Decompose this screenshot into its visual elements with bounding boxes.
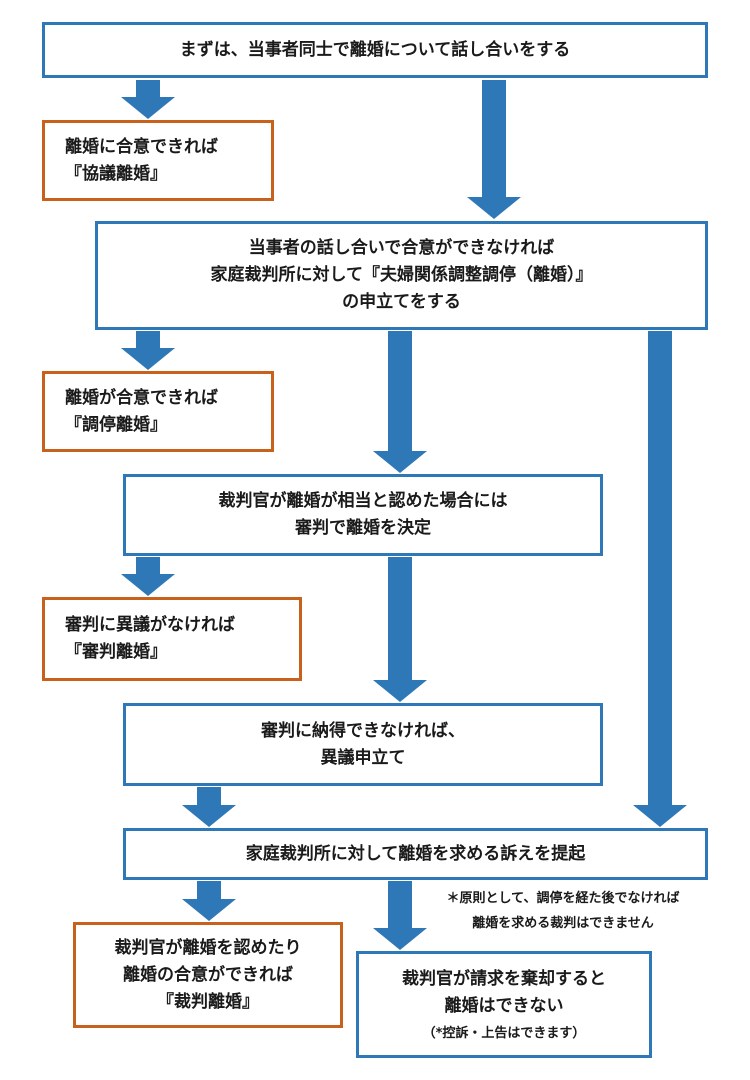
node-shinpan: 裁判官が離婚が相当と認めた場合には 審判で離婚を決定 xyxy=(123,474,603,556)
arrow-chotei-to-shinpan xyxy=(373,331,427,473)
node-start: まずは、当事者同士で離婚について話し合いをする xyxy=(42,22,708,78)
arrow-igi-to-soshou xyxy=(182,787,236,827)
node-chotei-rikon-line: 『調停離婚』 xyxy=(65,414,167,435)
arrow-start-to-chotei xyxy=(467,80,521,219)
node-kikyaku-line: 裁判官が請求を棄却すると xyxy=(402,968,606,989)
arrow-chotei-to-chotei-rikon xyxy=(121,331,175,370)
node-chotei-rikon-line: 離婚が合意できれば xyxy=(65,387,218,408)
node-kyogi-line: 『協議離婚』 xyxy=(65,163,167,184)
node-chotei-request-line: 家庭裁判所に対して『夫婦関係調整調停（離婚）』 xyxy=(210,265,593,285)
node-shinpan-line: 審判で離婚を決定 xyxy=(295,518,431,538)
node-kikyaku-note: （*控訴・上告はできます） xyxy=(422,1025,586,1041)
node-soshou-line: 家庭裁判所に対して離婚を求める訴えを提起 xyxy=(245,843,586,864)
node-kyogi-rikon: 離婚に合意できれば 『協議離婚』 xyxy=(42,120,274,201)
node-igi: 審判に納得できなければ、 異議申立て xyxy=(123,703,603,786)
footnote-line: 離婚を求める裁判はできません xyxy=(472,916,654,931)
node-shinpan-line: 裁判官が離婚が相当と認めた場合には xyxy=(218,491,508,511)
arrow-start-to-kyogi xyxy=(121,80,175,119)
arrow-shinpan-to-shinpan-rikon xyxy=(121,557,175,596)
node-igi-line: 異議申立て xyxy=(320,747,406,768)
node-kikyaku: 裁判官が請求を棄却すると 離婚はできない （*控訴・上告はできます） xyxy=(356,951,652,1058)
node-saiban-rikon: 裁判官が離婚を認めたり 離婚の合意ができれば 『裁判離婚』 xyxy=(73,922,343,1028)
node-saiban-rikon-line: 『裁判離婚』 xyxy=(157,991,259,1012)
node-chotei-rikon: 離婚が合意できれば 『調停離婚』 xyxy=(42,371,274,452)
footnote-line: ＊原則として、調停を経た後でなければ xyxy=(446,891,680,906)
node-kyogi-line: 離婚に合意できれば xyxy=(65,136,218,157)
node-shinpan-rikon: 審判に異議がなければ 『審判離婚』 xyxy=(42,597,302,681)
node-chotei-request: 当事者の話し合いで合意ができなければ 家庭裁判所に対して『夫婦関係調整調停（離婚… xyxy=(95,221,708,330)
node-kikyaku-line: 離婚はできない xyxy=(444,995,564,1016)
footnote: ＊原則として、調停を経た後でなければ 離婚を求める裁判はできません xyxy=(408,886,718,936)
node-chotei-request-line: 当事者の話し合いで合意ができなければ xyxy=(248,238,555,258)
arrow-chotei-to-soshou xyxy=(633,331,687,827)
arrow-shinpan-to-igi xyxy=(373,557,427,702)
node-shinpan-rikon-line: 審判に異議がなければ xyxy=(65,615,235,635)
node-shinpan-rikon-line: 『審判離婚』 xyxy=(65,642,167,662)
node-soshou: 家庭裁判所に対して離婚を求める訴えを提起 xyxy=(123,828,708,880)
node-chotei-request-line: の申立てをする xyxy=(342,292,461,312)
node-saiban-rikon-line: 離婚の合意ができれば xyxy=(123,964,293,985)
arrow-soshou-to-saiban xyxy=(182,881,236,921)
arrow-soshou-to-kikyaku xyxy=(373,881,427,950)
node-start-line: まずは、当事者同士で離婚について話し合いをする xyxy=(179,39,571,60)
node-saiban-rikon-line: 裁判官が離婚を認めたり xyxy=(114,937,302,958)
node-igi-line: 審判に納得できなければ、 xyxy=(261,720,465,741)
